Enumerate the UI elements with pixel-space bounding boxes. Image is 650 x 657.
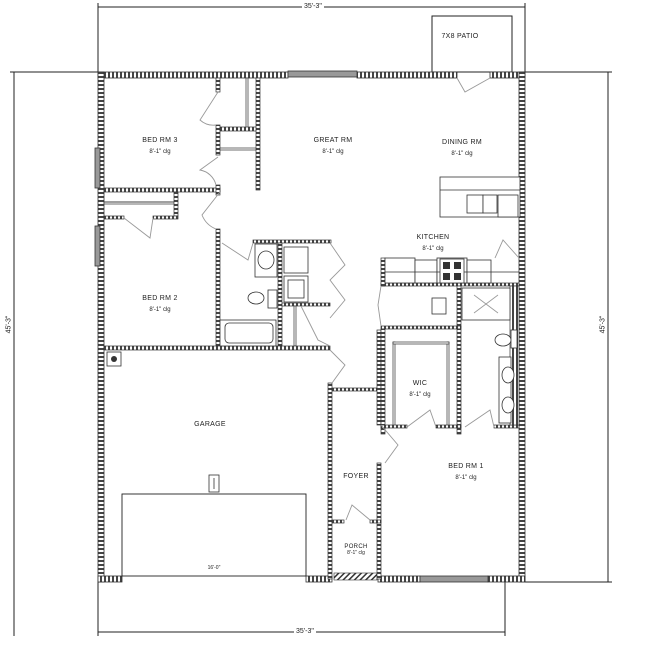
kitchen-island [439, 176, 521, 218]
room-label-bed2: BED RM 2 8'-1" clg [142, 295, 178, 313]
hall-bath-fixtures [219, 243, 309, 347]
porch-slab [333, 572, 378, 581]
room-label-bed1: BED RM 1 8'-1" clg [448, 463, 484, 481]
room-label-garage: GARAGE [194, 421, 226, 428]
garage-door [121, 493, 307, 577]
room-label-porch: PORCH 8'-1" clg [344, 544, 368, 556]
dimension-bottom: 35'-3" [294, 628, 316, 635]
room-label-bed3: BED RM 3 8'-1" clg [142, 137, 178, 155]
garage-door-width: 16'-0" [207, 565, 221, 571]
room-label-wic: WIC 8'-1" clg [409, 380, 431, 398]
room-label-kitchen: KITCHEN 8'-1" clg [416, 234, 450, 252]
stove-icon [439, 258, 465, 284]
room-label-foyer: FOYER [343, 473, 369, 480]
dimension-right: 45'-3" [599, 313, 607, 336]
room-label-patio: 7X8 PATIO [441, 33, 479, 40]
door-swings [123, 77, 520, 521]
dimension-top: 35'-3" [302, 3, 324, 10]
dimension-lines [10, 3, 612, 636]
master-bath-fixtures [494, 329, 518, 424]
patio-outline [431, 15, 513, 73]
water-heater-icon [106, 351, 122, 367]
windows [94, 70, 489, 583]
electrical-panel-icon [208, 474, 220, 493]
dimension-left: 45'-3" [5, 313, 13, 336]
room-label-great-rm: GREAT RM 8'-1" clg [313, 137, 353, 155]
room-label-dining-rm: DINING RM 8'-1" clg [441, 139, 483, 157]
interior-walls [103, 77, 520, 580]
laundry-appliance [431, 287, 511, 321]
exterior-walls [97, 71, 526, 583]
